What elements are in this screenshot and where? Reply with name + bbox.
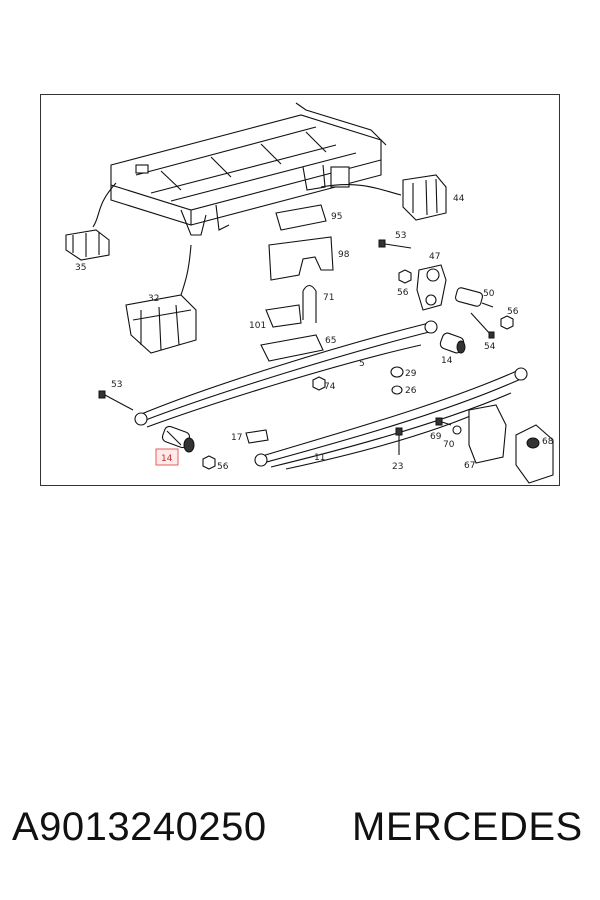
part-56-nut-right [500,315,514,330]
label-71: 71 [323,293,334,303]
part-44-bracket [402,174,447,221]
part-67-hanger [468,404,507,464]
part-54-bolt [470,312,495,339]
label-95: 95 [331,212,342,222]
label-17: 17 [231,433,242,443]
part-35-bracket [65,229,110,261]
part-74-nut [312,376,326,391]
part-56-nut-upper [398,269,412,284]
part-5-leaf-spring [134,320,438,428]
part-56-nut-bottom [202,455,216,470]
label-98: 98 [338,250,350,260]
label-47: 47 [429,252,440,262]
part-71-u-bolt [302,284,317,323]
label-44: 44 [453,194,465,204]
label-50: 50 [483,289,495,299]
part-17-pad [245,429,269,444]
exploded-view-svg: 35 32 95 44 98 53 47 [65,102,554,484]
label-70: 70 [443,440,455,450]
label-56-upper: 56 [397,288,409,298]
label-67: 67 [464,461,475,471]
part-11-leaf-spring [254,367,528,470]
label-54: 54 [484,342,496,352]
part-14-bushing-right [439,332,466,354]
label-69: 69 [430,432,442,442]
parts-diagram: 35 32 95 44 98 53 47 [40,94,560,486]
part-29-washer [390,366,404,378]
label-35: 35 [75,263,86,273]
part-number-text: A9013240250 [12,805,267,849]
brand-text: MERCEDES [352,805,583,849]
part-47-shackle [416,264,447,311]
part-23-bolt [395,427,403,455]
part-14-bushing-left [161,425,195,453]
part-70-washer [452,425,462,435]
part-95-plate [275,204,327,231]
label-53-upper: 53 [395,231,406,241]
part-53-bolt-lower [98,390,134,411]
part-65-plate [260,334,324,362]
label-32: 32 [148,294,159,304]
arrow-32 [180,244,192,296]
label-14-highlighted: 14 [161,454,173,464]
label-74: 74 [324,382,336,392]
highlight-box-14 [155,448,179,466]
arrow-35 [92,182,117,228]
label-26: 26 [405,386,417,396]
label-65: 65 [325,336,336,346]
label-11: 11 [314,453,325,463]
part-68-bracket [515,424,554,484]
part-69-bolt [435,417,452,426]
part-32-bracket [125,294,197,354]
label-14-right: 14 [441,356,453,366]
label-56-bottom: 56 [217,462,229,472]
label-56-right: 56 [507,307,519,317]
label-68: 68 [542,437,554,447]
part-53-bolt-upper [378,239,412,249]
label-101: 101 [249,321,266,331]
label-29: 29 [405,369,417,379]
part-101-clamp [265,304,302,328]
chassis-frame [110,102,387,236]
label-53-lower: 53 [111,380,122,390]
part-26-washer [391,385,403,395]
part-98-bracket [268,236,334,281]
arrow-44 [320,184,402,196]
label-23: 23 [392,462,403,472]
part-50-bushing [454,287,494,308]
label-5: 5 [359,359,365,369]
